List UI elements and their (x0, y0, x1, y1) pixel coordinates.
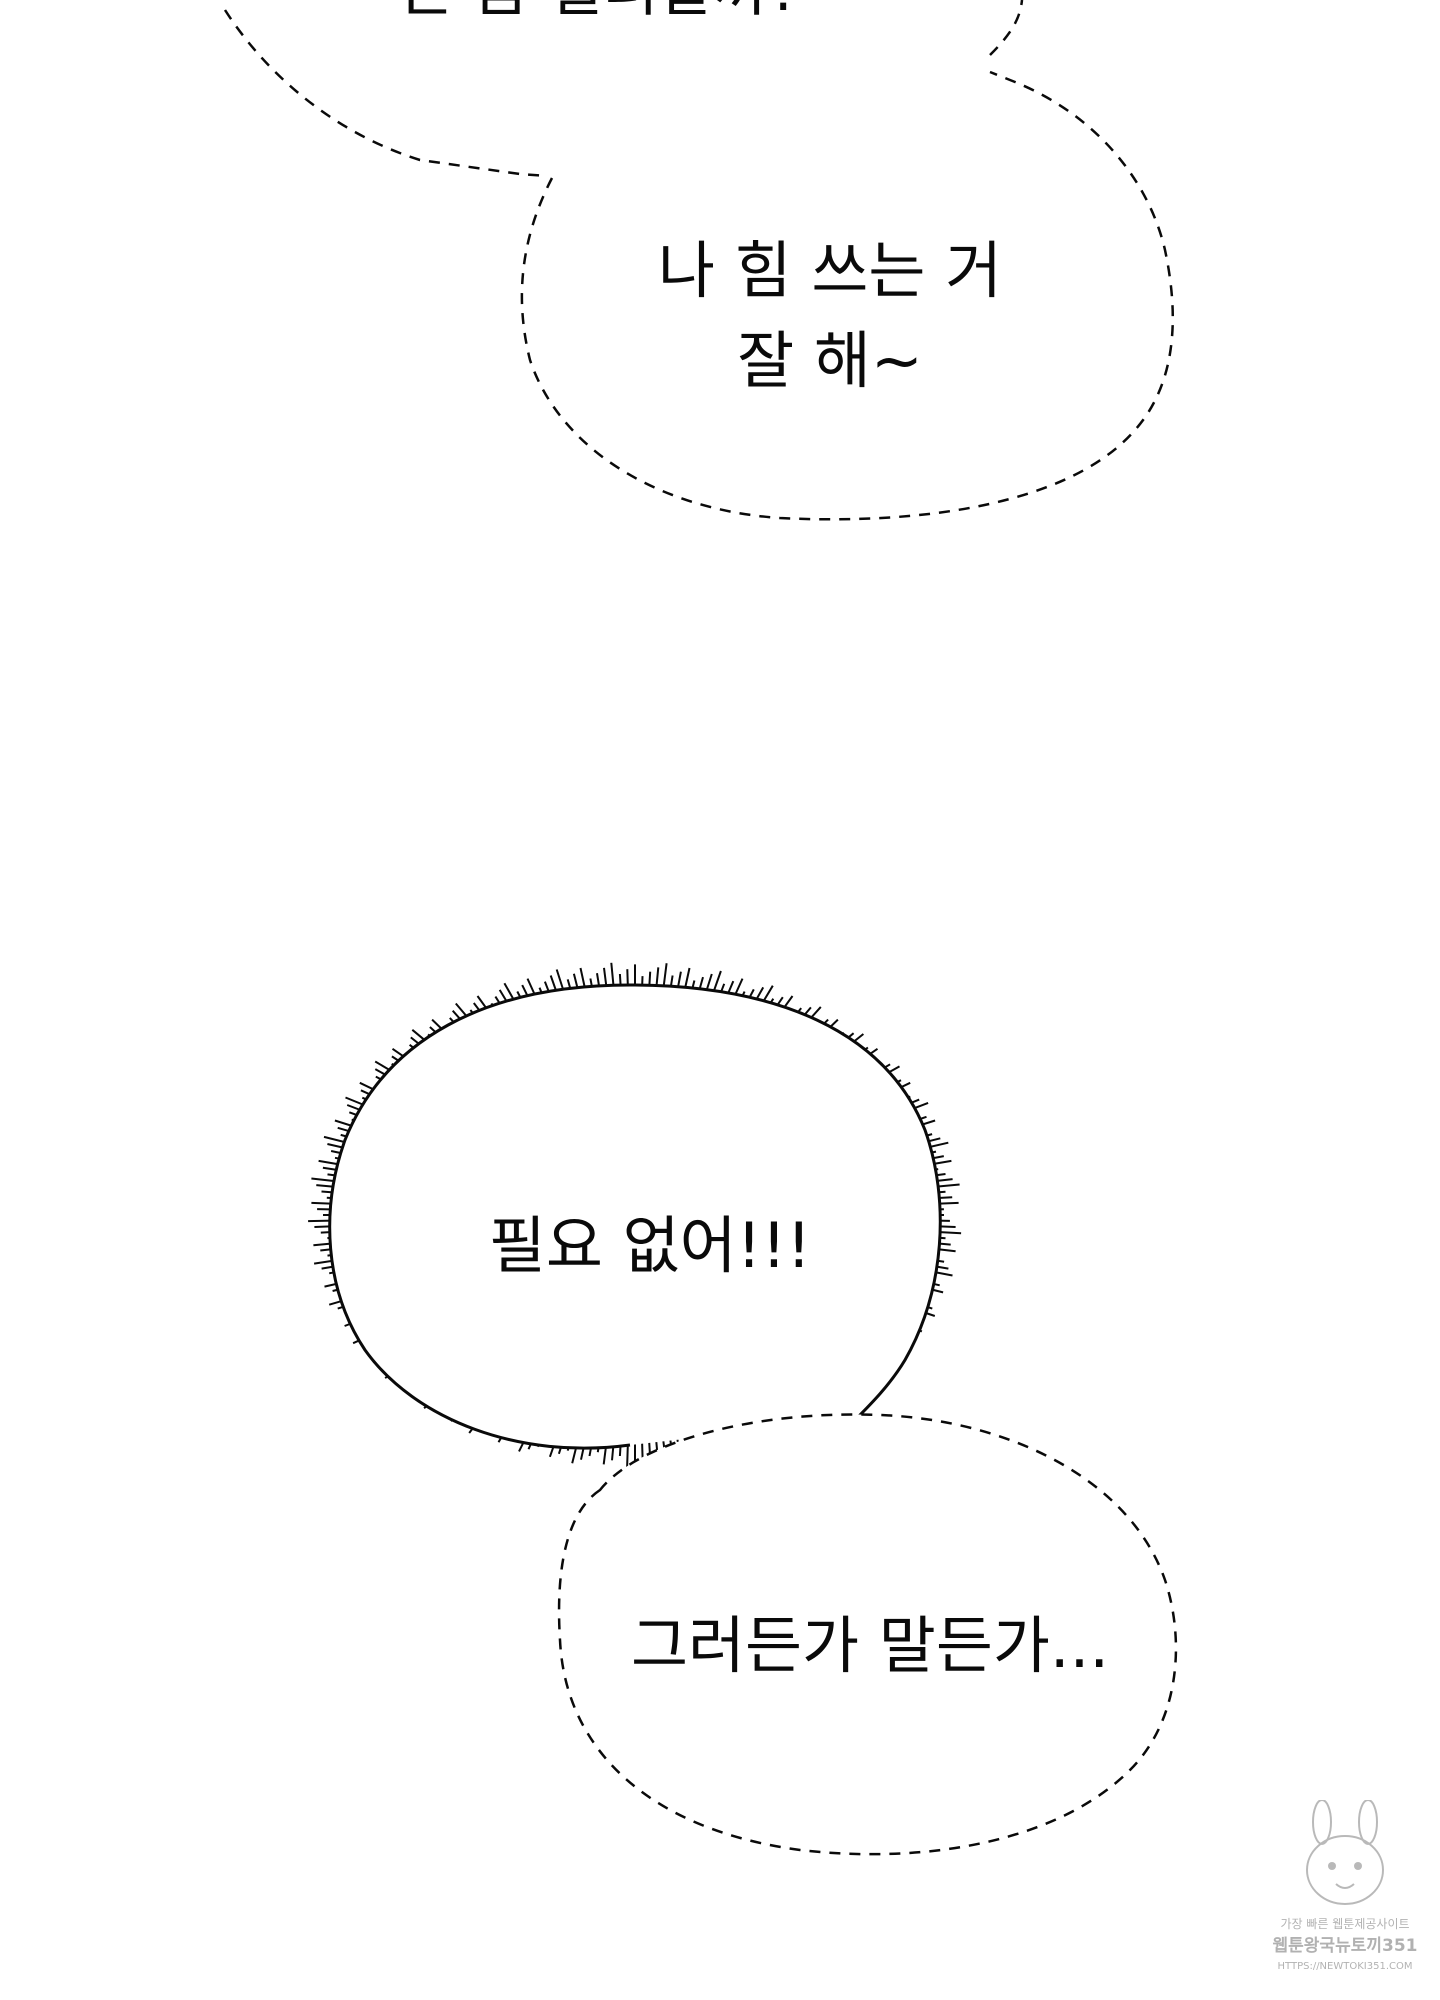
watermark-mascot-icon (1306, 1799, 1384, 1905)
speech-bubble-top-outline (223, 0, 1024, 178)
speech-bubble-2-outline (520, 70, 1175, 521)
watermark-line-1: 가장 빠른 웹툰제공사이트 (1280, 1917, 1410, 1931)
speech-bubble-bottom-text: 그러든가 말든가... (630, 1609, 1110, 1682)
speech-bubble-top-text: 는 좀 빌려갈까? (340, 0, 860, 20)
speech-bubble-bottom-outline (557, 1413, 1178, 1856)
watermark: 가장 빠른 웹툰제공사이트 웹툰왕국뉴토끼351 HTTPS://NEWTOKI… (1260, 1799, 1430, 1990)
speech-bubble-2-line-2: 잘 해~ (737, 324, 923, 397)
speech-bubble-2-line-1: 나 힘 쓰는 거 (657, 234, 1003, 307)
watermark-line-2: 웹툰왕국뉴토끼351 (1272, 1936, 1418, 1956)
shout-bubble-text: 필요 없어!!! (488, 1209, 812, 1282)
shout-bubble-outline (328, 983, 942, 1450)
watermark-line-3: HTTPS://NEWTOKI351.COM (1277, 1961, 1413, 1972)
